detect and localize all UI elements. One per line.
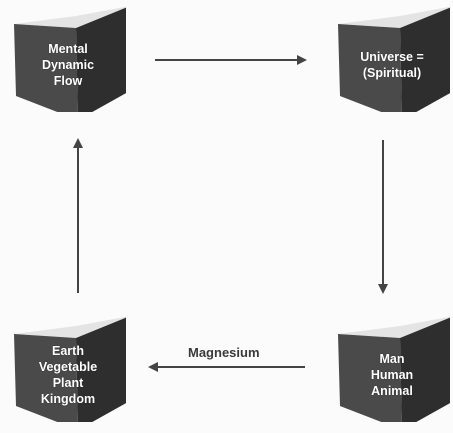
node-label: Universe = (Spiritual) — [360, 50, 424, 80]
box-shape — [338, 316, 450, 422]
node-label: Earth Vegetable Plant Kingdom — [38, 344, 98, 406]
node-earth-plant-kingdom: Earth Vegetable Plant Kingdom — [6, 312, 126, 422]
node-mental-dynamic-flow: Mental Dynamic Flow — [6, 2, 126, 112]
edge-label-magnesium: Magnesium — [188, 345, 260, 360]
node-universe: Universe = (Spiritual) — [330, 2, 450, 112]
node-label: Mental Dynamic Flow — [41, 42, 95, 88]
node-man-human-animal: Man Human Animal — [330, 312, 450, 422]
box-shape — [14, 6, 126, 112]
box-shape — [338, 6, 450, 112]
box-shape — [14, 316, 126, 422]
node-label: Man Human Animal — [370, 352, 414, 398]
